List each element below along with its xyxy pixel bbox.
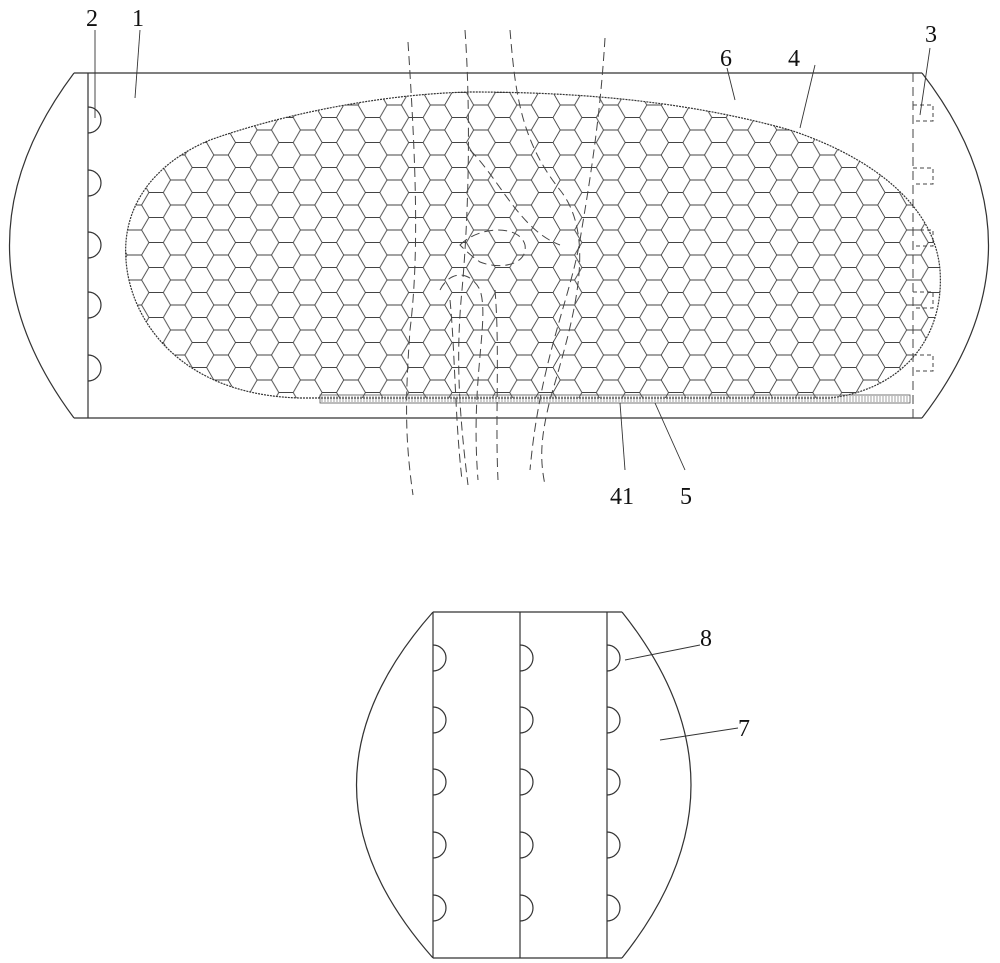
label-1: 1 [132, 6, 144, 32]
column-lines [432, 612, 608, 958]
hook-fastener [913, 167, 934, 185]
semicircle-bump [432, 894, 447, 922]
semicircle-bump [519, 644, 534, 672]
label-2: 2 [86, 6, 98, 32]
semicircle-bump [519, 768, 534, 796]
semicircle-bump [606, 831, 621, 859]
hexagon-mesh [125, 92, 941, 398]
semicircle-bump [432, 644, 447, 672]
semicircle-bump [606, 894, 621, 922]
semicircle-bump [519, 831, 534, 859]
semicircle-bump [606, 768, 621, 796]
semicircle-bump [432, 706, 447, 734]
semicircle-bump [519, 706, 534, 734]
semicircle-bump [606, 644, 621, 672]
hook-fastener [913, 354, 934, 372]
strap-device [9, 29, 989, 496]
semicircle-bump [519, 894, 534, 922]
semicircle-bump [87, 169, 102, 197]
semicircle-bump [432, 831, 447, 859]
left-arc-end [9, 72, 75, 419]
right-arc-end [921, 72, 989, 419]
label-6: 6 [720, 46, 732, 72]
semicircle-bump [606, 706, 621, 734]
leader-lines [94, 29, 931, 741]
fastener-bumps [87, 106, 102, 382]
hook-fastener [913, 104, 934, 122]
right-arc [621, 611, 692, 959]
label-5: 5 [680, 484, 692, 510]
label-7: 7 [738, 716, 750, 742]
left-arc [356, 611, 434, 959]
connector-piece-7 [356, 611, 692, 959]
semicircle-bump [87, 291, 102, 319]
label-3: 3 [925, 22, 937, 48]
semicircle-bump [432, 768, 447, 796]
strip-41 [319, 394, 911, 404]
semicircle-bump [87, 231, 102, 259]
pad-outline [125, 91, 941, 399]
label-4: 4 [788, 46, 800, 72]
leg-outline-dashed [406, 29, 606, 496]
semicircle-bump [87, 354, 102, 382]
label-8: 8 [700, 626, 712, 652]
label-41: 41 [610, 484, 634, 510]
fastener-bumps-8 [432, 644, 621, 922]
semicircle-bump [87, 106, 102, 134]
honeycomb-pad [125, 91, 941, 399]
